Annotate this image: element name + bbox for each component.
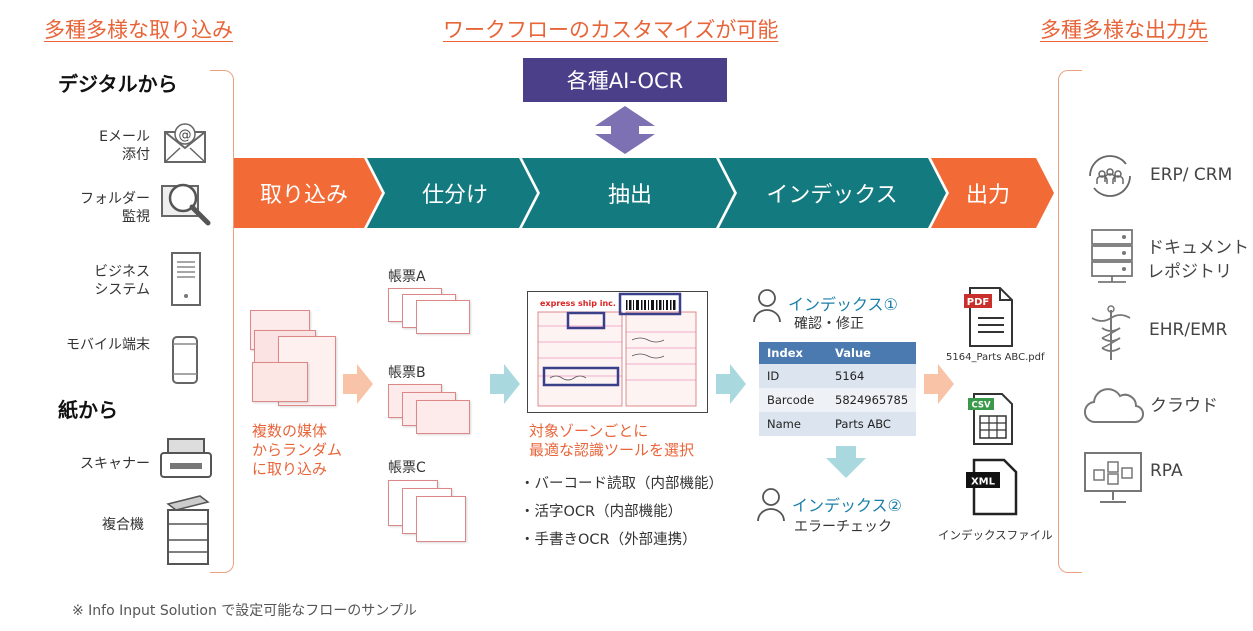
extract-bullet-barcode: ・バーコード読取（内部機能） <box>520 476 723 492</box>
form-c-stack <box>388 480 483 550</box>
people-cycle-icon <box>1089 155 1131 197</box>
pdf-filename: 5164_Parts ABC.pdf <box>946 352 1045 363</box>
table-row: Name Parts ABC <box>759 412 917 436</box>
output-section-title: 多種多様な出力先 <box>1040 18 1208 42</box>
source-label-mobile: モバイル端末 <box>66 337 150 353</box>
cloud-icon <box>1084 388 1144 424</box>
csv-icon-text: CSV <box>971 401 991 411</box>
form-b-stack <box>388 384 488 434</box>
source-label-folder: フォルダー 監視 <box>80 191 150 225</box>
captured-documents <box>250 310 340 410</box>
step-extract: 抽出 <box>607 183 652 208</box>
capture-caption: 複数の媒体 からランダム に取り込み <box>252 422 343 478</box>
input-bracket <box>210 70 234 573</box>
step-output: 出力 <box>965 183 1010 208</box>
table-row: ID 5164 <box>759 364 917 388</box>
extract-form-image: express ship inc. <box>527 291 708 413</box>
paper-heading: 紙から <box>58 398 118 422</box>
user-icon <box>753 289 781 323</box>
index-table-header-value: Value <box>827 342 917 364</box>
server-icon <box>171 252 201 306</box>
index-step2-subtitle: エラーチェック <box>794 519 892 535</box>
table-cell: Barcode <box>759 388 827 412</box>
scanner-icon <box>160 438 212 478</box>
index-step2-title: インデックス② <box>792 496 902 515</box>
table-cell: Name <box>759 412 827 436</box>
form-a-stack <box>388 288 478 334</box>
user-icon <box>757 488 785 522</box>
workflow-section-title: ワークフローのカスタマイズが可能 <box>443 18 779 42</box>
mfp-icon <box>166 495 210 565</box>
ai-ocr-box: 各種AI-OCR <box>523 58 727 102</box>
table-row: Barcode 5824965785 <box>759 388 917 412</box>
input-section-title: 多種多様な取り込み <box>44 18 233 42</box>
table-cell: 5164 <box>827 364 917 388</box>
process-band <box>234 158 1054 228</box>
index-step1-title: インデックス① <box>788 295 898 314</box>
source-label-email: Eメール 添付 <box>99 129 150 163</box>
svg-text:@: @ <box>179 128 192 143</box>
source-label-business: ビジネス システム <box>94 264 150 298</box>
table-cell: Parts ABC <box>827 412 917 436</box>
source-label-scanner: スキャナー <box>80 456 150 472</box>
table-cell: ID <box>759 364 827 388</box>
table-cell: 5824965785 <box>827 388 917 412</box>
footnote: ※ Info Input Solution で設定可能なフローのサンプル <box>72 603 417 619</box>
form-b-label: 帳票B <box>388 365 426 381</box>
form-a-label: 帳票A <box>388 269 426 285</box>
monitor-boxes-icon <box>1084 452 1142 503</box>
index-step1-subtitle: 確認・修正 <box>794 316 864 332</box>
destination-ehr: EHR/EMR <box>1149 320 1228 340</box>
destination-erp: ERP/ CRM <box>1150 165 1233 185</box>
arrow-extract-to-index <box>716 364 746 404</box>
xml-file-icon: XML <box>966 458 1018 516</box>
index-file-label: インデックスファイル <box>938 528 1053 542</box>
xml-icon-text: XML <box>971 477 996 488</box>
step-classify: 仕分け <box>421 183 488 208</box>
folder-search-icon <box>161 183 211 226</box>
arrow-classify-to-extract <box>490 364 520 404</box>
form-brand: express ship inc. <box>540 299 616 308</box>
extract-bullet-print-ocr: ・活字OCR（内部機能） <box>520 504 683 520</box>
bidirectional-arrow-icon <box>595 106 655 154</box>
pdf-file-icon: PDF <box>964 287 1013 347</box>
form-preview: express ship inc. <box>537 292 697 407</box>
arrow-down-icon <box>826 446 866 478</box>
mobile-icon <box>172 336 198 384</box>
extract-caption: 対象ゾーンごとに 最適な認識ツールを選択 <box>529 422 695 459</box>
extract-bullet-handwriting-ocr: ・手書きOCR（外部連携） <box>520 532 697 548</box>
index-table: Index Value ID 5164 Barcode 5824965785 N… <box>759 342 917 436</box>
output-bracket <box>1058 70 1082 573</box>
step-index: インデックス <box>766 183 898 208</box>
server-rack-icon <box>1091 229 1133 283</box>
form-c-label: 帳票C <box>388 460 426 476</box>
caduceus-icon <box>1091 305 1131 360</box>
step-capture: 取り込み <box>259 183 348 208</box>
email-icon: @ <box>164 123 206 163</box>
arrow-index-to-output <box>924 364 954 404</box>
pdf-icon-text: PDF <box>967 297 989 308</box>
destination-repository: ドキュメント レポジトリ <box>1147 238 1249 282</box>
destination-rpa: RPA <box>1150 461 1183 481</box>
index-table-header-index: Index <box>759 342 827 364</box>
digital-heading: デジタルから <box>58 72 178 96</box>
destination-cloud: クラウド <box>1150 396 1218 416</box>
arrow-capture-to-classify <box>343 364 373 404</box>
source-label-mfp: 複合機 <box>102 517 144 533</box>
csv-file-icon: CSV <box>968 393 1013 445</box>
